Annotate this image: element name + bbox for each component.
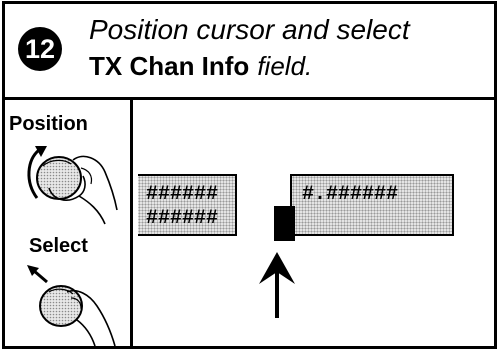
- instruction-text: Position cursor and select: [89, 14, 410, 45]
- position-label: Position: [9, 113, 88, 135]
- step-number-badge: 12: [18, 27, 62, 71]
- select-label: Select: [29, 235, 88, 257]
- tx-chan-info-field[interactable]: #.######: [290, 174, 454, 236]
- up-arrow-icon: [259, 252, 295, 318]
- press-knob-icon: [27, 265, 116, 347]
- right-field-value: #.######: [302, 183, 399, 206]
- cursor-block: [274, 206, 295, 241]
- field-name: TX Chan Info: [89, 51, 250, 81]
- instruction-header: 12 Position cursor and select TX Chan In…: [5, 4, 494, 100]
- left-field-line-1: ######: [146, 183, 219, 206]
- left-display-field: ###### ######: [138, 174, 237, 236]
- action-sidebar: Position Select: [5, 100, 133, 349]
- left-field-line-2: ######: [146, 207, 219, 230]
- field-suffix: field.: [257, 51, 313, 81]
- rotate-knob-icon: [27, 146, 118, 225]
